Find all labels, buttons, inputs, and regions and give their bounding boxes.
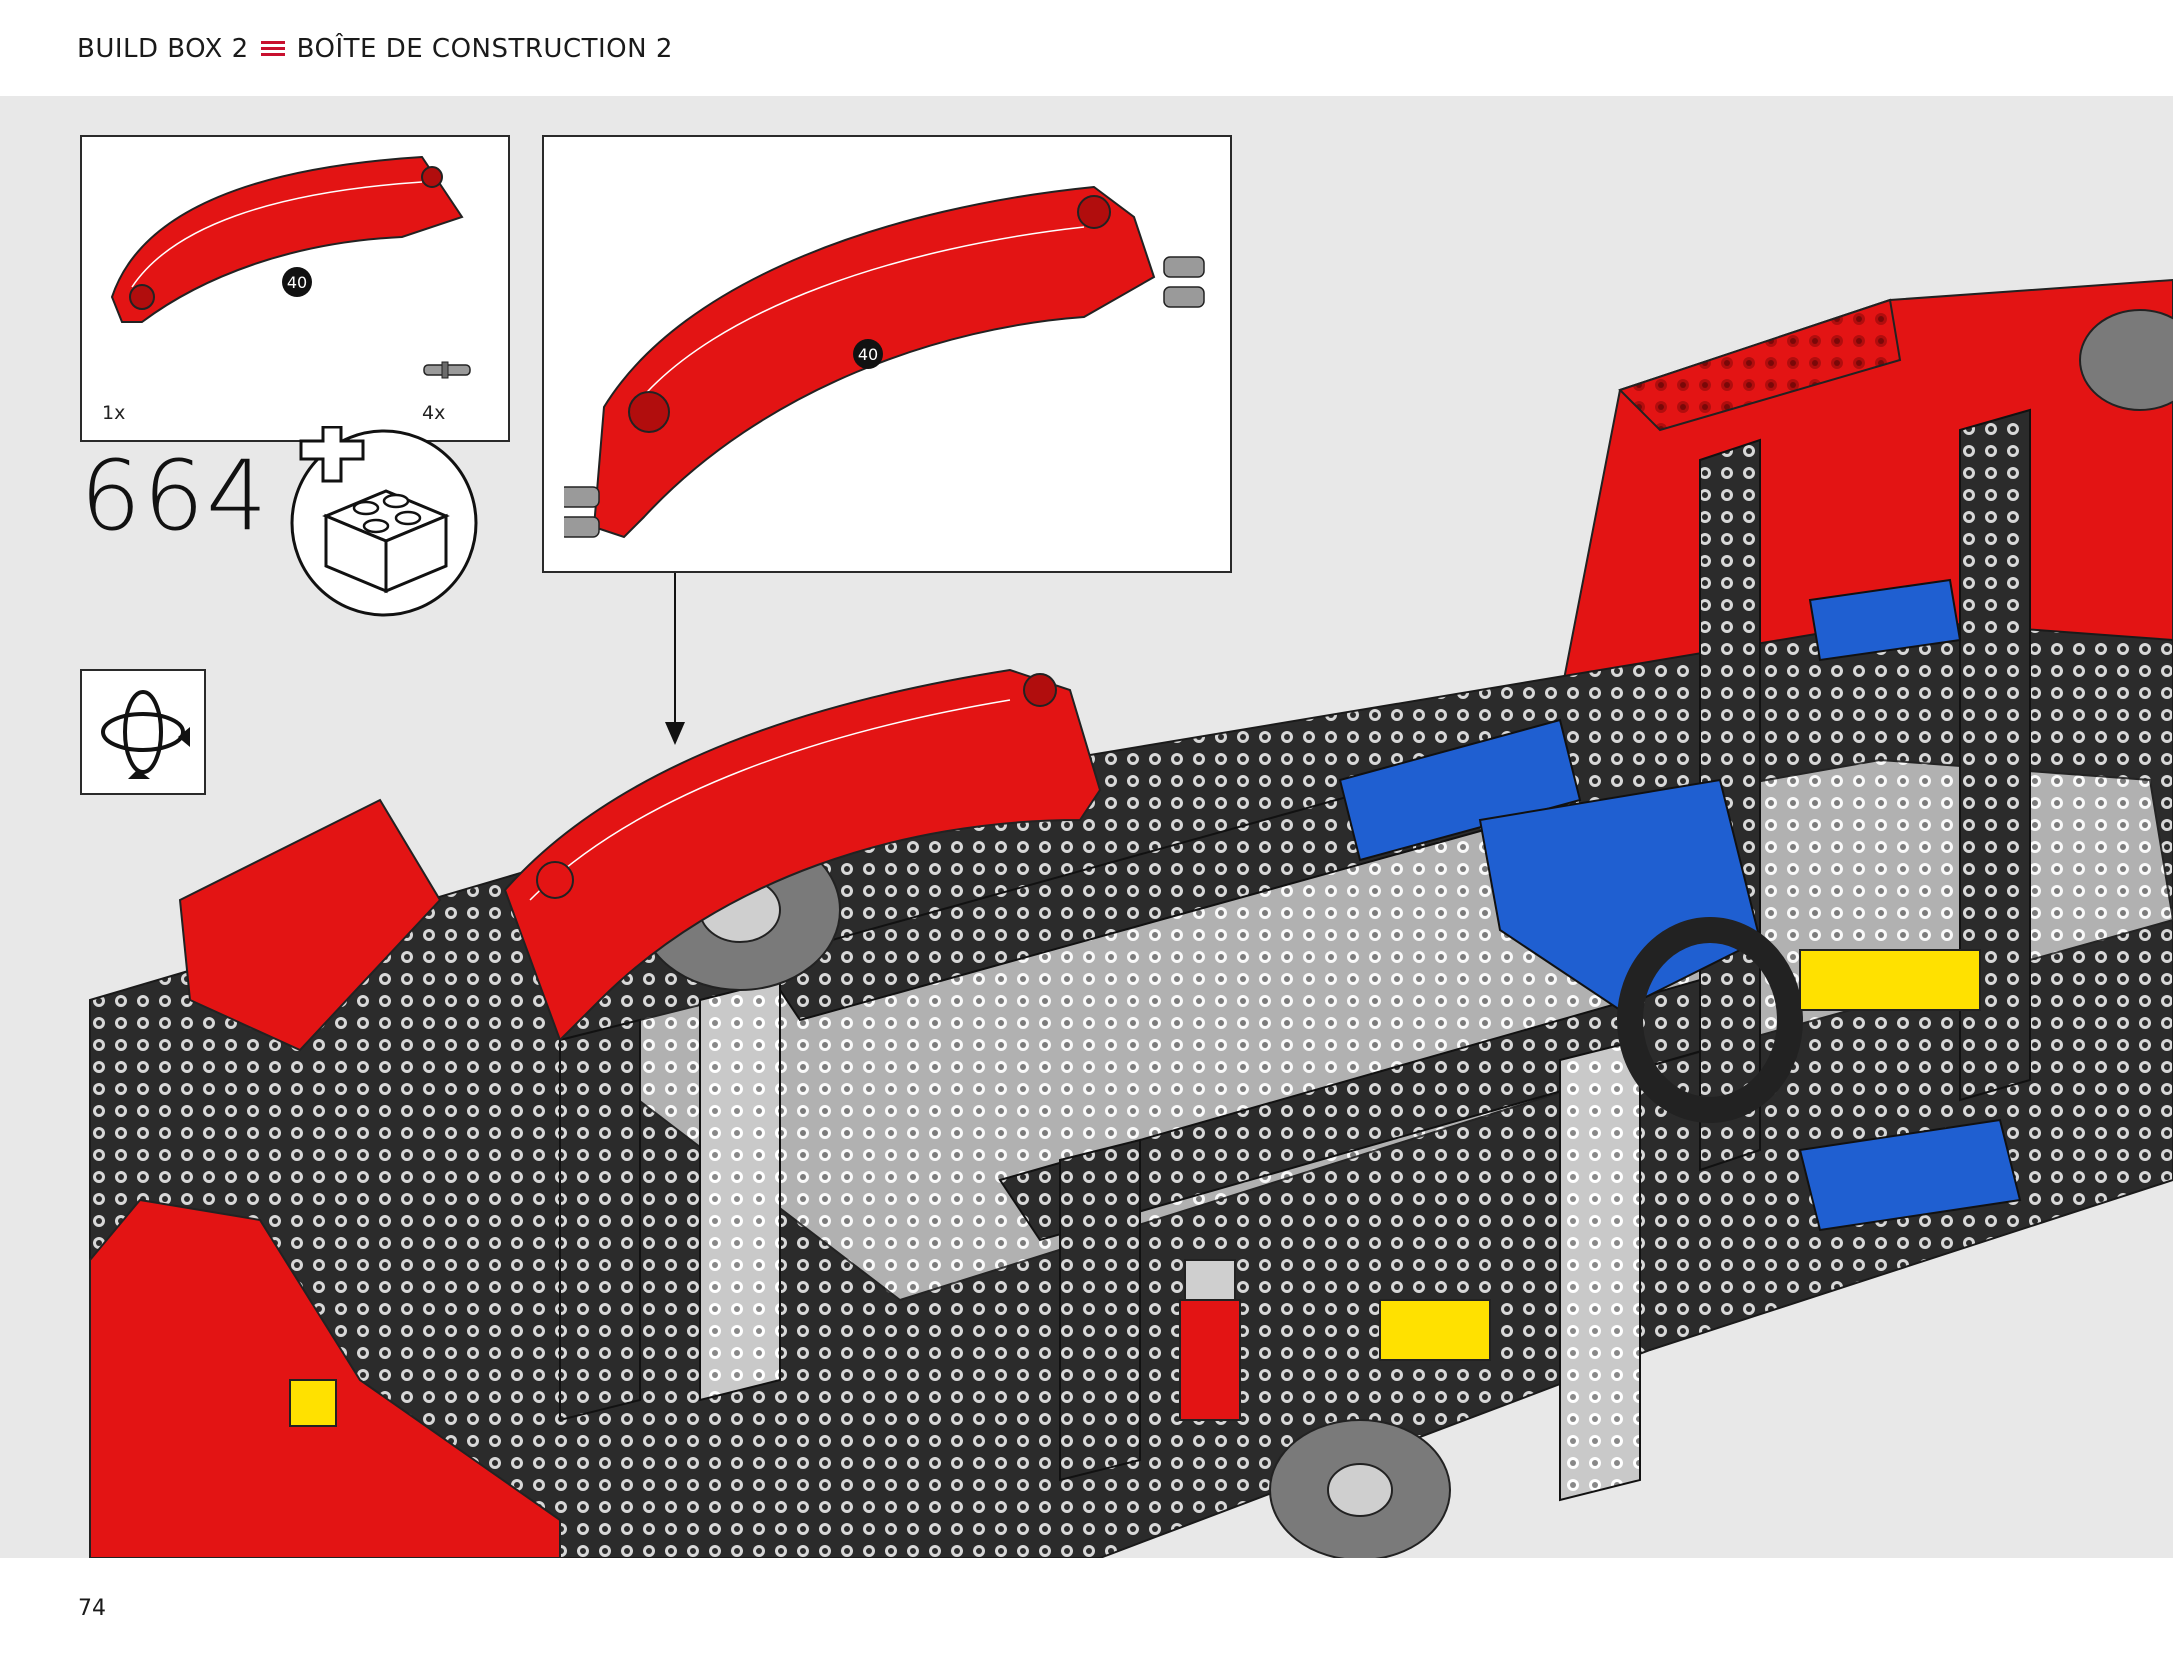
page-number: 74 [78,1596,106,1621]
placed-red-arch [503,668,1102,1042]
part-quantity-1: 1x [102,402,126,424]
page-footer: 74 [0,1558,2173,1654]
rotate-model-icon [101,690,190,779]
part-quantity-2: 4x [422,402,446,424]
subassembly-part-label: 40 [857,345,879,364]
pin-icon [423,361,471,379]
header-right-text: BOÎTE DE CONSTRUCTION 2 [296,34,673,64]
add-bricks-icon [290,426,478,617]
model-illustration [89,278,2173,1558]
instruction-stage: 40 1x 4x 664 [0,96,2173,1558]
red-arch-subassembly-icon [564,185,1205,539]
step-number: 664 [80,440,270,552]
triple-bar-icon [260,41,285,57]
red-arch-panel-icon [110,155,464,323]
rotate-model-box [80,669,206,795]
header-title: BUILD BOX 2 BOÎTE DE CONSTRUCTION 2 [77,34,673,64]
subassembly-callout: 40 [542,135,1232,573]
placement-arrow [665,573,685,745]
header-left-text: BUILD BOX 2 [77,34,249,64]
part-label-badge [282,267,312,297]
page-header: BUILD BOX 2 BOÎTE DE CONSTRUCTION 2 [0,0,2173,96]
parts-list-callout: 40 1x 4x [80,135,510,442]
shock-absorber [1179,1259,1241,1421]
part-label: 40 [286,273,308,292]
blue-components [1338,578,2022,1232]
front-red-body [89,798,561,1558]
subassembly-label-badge [853,339,883,369]
yellow-components [699,919,1981,1361]
